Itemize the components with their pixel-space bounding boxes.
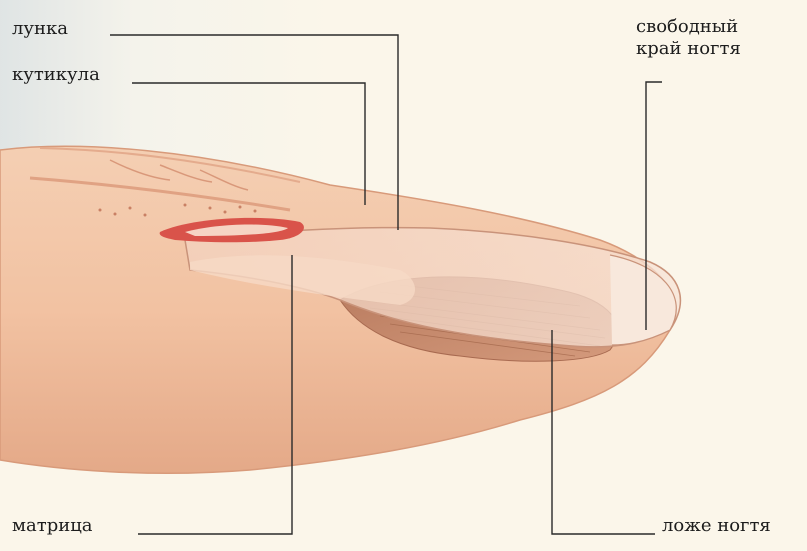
label-lunka: лунка [12, 18, 68, 40]
label-free-edge-line1: свободный [636, 16, 796, 38]
free-edge [610, 255, 676, 345]
label-free-edge: свободный край ногтя [636, 16, 796, 60]
label-free-edge-line2: край ногтя [636, 38, 796, 60]
label-nail-bed: ложе ногтя [662, 515, 771, 537]
label-matrix: матрица [12, 515, 93, 537]
label-cuticle: кутикула [12, 64, 100, 86]
